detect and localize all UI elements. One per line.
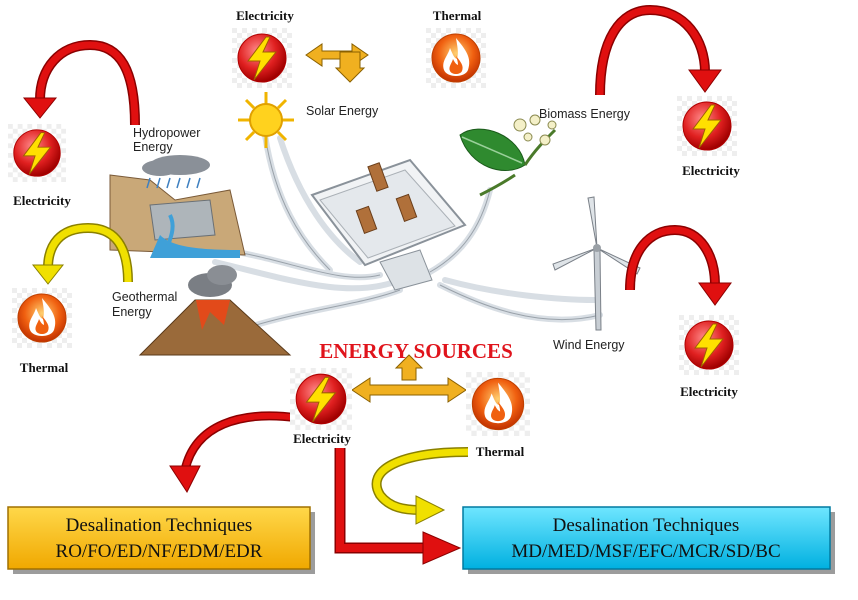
label-electricity-center: Electricity — [293, 431, 351, 446]
plug-icon — [310, 158, 467, 291]
wind-turbine-icon — [552, 196, 641, 331]
label-geothermal-line2: Energy — [112, 305, 152, 319]
arrow-hydro-to-electricity — [22, 39, 140, 126]
label-thermal-center: Thermal — [476, 444, 525, 459]
arrow-thermal-to-right-box — [371, 447, 469, 525]
arrow-electricity-to-right-box — [334, 448, 462, 565]
flame-icon-geothermal — [12, 288, 72, 348]
label-solar-energy: Solar Energy — [306, 104, 379, 118]
right-box-fill — [462, 506, 831, 570]
label-geothermal-line1: Geothermal — [112, 290, 177, 304]
label-biomass-energy: Biomass Energy — [539, 107, 631, 121]
label-electricity-wind: Electricity — [680, 384, 738, 399]
label-electricity-top: Electricity — [236, 8, 294, 23]
label-wind-energy: Wind Energy — [553, 338, 625, 352]
label-thermal-geothermal: Thermal — [20, 360, 69, 375]
label-thermal-top: Thermal — [433, 8, 482, 23]
lightning-icon-top — [232, 28, 292, 88]
left-box-line1: Desalination Techniques — [66, 515, 253, 536]
sun-icon — [238, 92, 294, 148]
double-arrow-top — [305, 43, 369, 83]
right-desalination-box: Desalination Techniques MD/MED/MSF/EFC/M… — [462, 506, 835, 574]
arrow-wind-to-electricity — [625, 224, 732, 306]
lightning-icon-center — [290, 368, 352, 430]
flame-icon-top — [426, 28, 486, 88]
lightning-icon-biomass — [677, 96, 737, 156]
label-electricity-hydro: Electricity — [13, 193, 71, 208]
label-hydropower-line2: Energy — [133, 140, 173, 154]
right-box-line2: MD/MED/MSF/EFC/MCR/SD/BC — [511, 541, 780, 562]
hydropower-dam-icon — [109, 155, 246, 258]
diagram-title: ENERGY SOURCES — [319, 339, 513, 363]
arrow-geothermal-to-thermal — [31, 222, 133, 285]
flame-icon-center — [466, 372, 530, 436]
right-box-line1: Desalination Techniques — [553, 515, 740, 536]
lightning-icon-hydro — [8, 124, 66, 182]
lightning-icon-wind — [679, 315, 739, 375]
label-electricity-biomass: Electricity — [682, 163, 740, 178]
volcano-icon — [138, 265, 292, 356]
label-hydropower-line1: Hydropower — [133, 126, 200, 140]
cables-outline — [224, 134, 601, 331]
arrow-biomass-to-electricity — [595, 4, 722, 96]
left-box-line2: RO/FO/ED/NF/EDM/EDR — [56, 541, 263, 562]
left-box-fill — [7, 506, 311, 570]
arrow-electricity-to-left-box — [169, 411, 299, 494]
leaf-icon — [459, 114, 557, 197]
left-desalination-box: Desalination Techniques RO/FO/ED/NF/EDM/… — [7, 506, 315, 574]
